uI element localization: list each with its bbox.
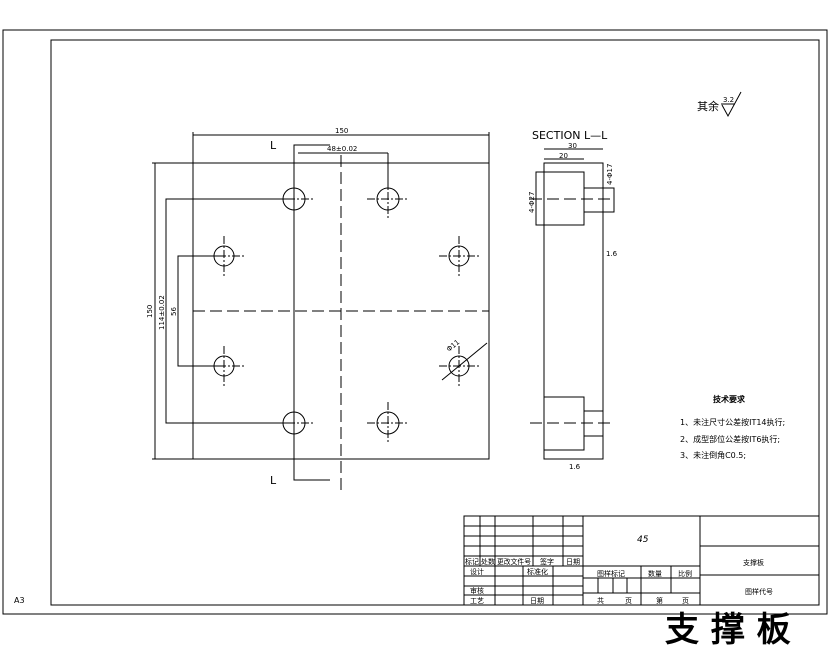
- hole-spacing-x-dimension: 48±0.02: [327, 145, 357, 153]
- watermark-title: 支 撑 板: [665, 610, 791, 645]
- drawing-code: 图样代号: [745, 587, 773, 596]
- label-nth: 第: [656, 596, 663, 605]
- label-change-doc: 更改文件号: [497, 557, 531, 566]
- label-review: 审核: [470, 586, 484, 595]
- hole-spacing-y-dimension: 114±0.02: [158, 295, 166, 330]
- tech-requirement-item: 2、成型部位公差按IT6执行;: [680, 434, 780, 444]
- tech-requirements-title: 技术要求: [713, 394, 746, 404]
- label-mark: 标记: [465, 557, 479, 566]
- label-drawing-mark: 图样标记: [597, 569, 625, 578]
- label-date: 日期: [566, 558, 580, 566]
- label-quantity: 数量: [648, 569, 662, 578]
- label-process: 工艺: [470, 597, 484, 605]
- counterbore-depth-dimension: 20: [559, 152, 568, 160]
- label-date2: 日期: [530, 597, 544, 605]
- thickness-dimension: 30: [568, 142, 577, 150]
- tech-requirement-item: 3、未注倒角C0.5;: [680, 450, 746, 460]
- label-total: 共: [597, 596, 604, 605]
- height-dimension: 150: [146, 305, 154, 318]
- roughness-note-label: 其余: [697, 99, 719, 113]
- cutting-plane-line: [293, 144, 330, 481]
- hole-diameter-dimension: 4-Φ17: [606, 164, 614, 185]
- material: 45: [637, 535, 649, 545]
- section-mark-bottom: L: [270, 474, 277, 487]
- label-page: 页: [625, 597, 632, 605]
- outer-border: [2, 29, 828, 615]
- section-title: SECTION L—L: [532, 129, 608, 142]
- roughness-side: 1.6: [606, 250, 618, 258]
- label-scale: 比例: [678, 569, 692, 578]
- title-block: 45 支撑板 图样代号 标记 处数 更改文件号 签字 日期 设计 标准化 图样标…: [463, 515, 820, 606]
- section-view: SECTION L—L 30 20 4-Φ27 4-Φ17 1.6 1.6: [528, 129, 618, 471]
- label-sign: 签字: [540, 557, 554, 566]
- part-name: 支撑板: [743, 558, 764, 567]
- sheet-size-label: A3: [14, 596, 25, 605]
- small-hole-spacing-dimension: 56: [170, 307, 178, 316]
- label-count: 处数: [481, 557, 495, 566]
- roughness-note-value: 3.2: [723, 96, 734, 104]
- inner-frame: [50, 39, 820, 606]
- section-body: [543, 162, 604, 460]
- label-standardize: 标准化: [527, 567, 548, 576]
- counterbore-diameter-dimension: 4-Φ27: [528, 192, 536, 213]
- label-design: 设计: [470, 567, 484, 576]
- plan-view: L L 150 48±0.02 150 114±0.02 56 Φ11: [146, 127, 490, 492]
- roughness-symbol-icon: [721, 91, 742, 118]
- label-page2: 页: [682, 597, 689, 605]
- tech-requirement-item: 1、未注尺寸公差按IT14执行;: [680, 417, 785, 427]
- through-hole-top: [583, 187, 604, 213]
- width-dimension: 150: [335, 127, 348, 135]
- roughness-bottom: 1.6: [569, 463, 581, 471]
- section-mark-top: L: [270, 139, 277, 152]
